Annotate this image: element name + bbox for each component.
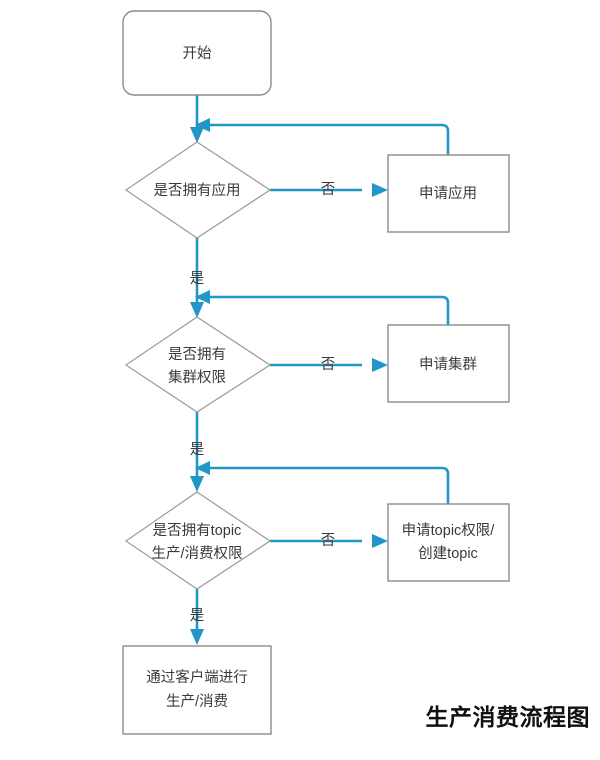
edge-label-yes-app: 是 (190, 271, 205, 287)
node-end-label-line1: 通过客户端进行 (146, 669, 248, 686)
edge-action-cluster-feedback-arrowhead (195, 290, 210, 304)
edge-action-app-feedback (204, 123, 450, 155)
node-start[interactable] (122, 10, 272, 96)
edge-start-to-decision-app-arrowhead (190, 127, 204, 143)
node-decision-cluster-label-line1: 是否拥有 (168, 346, 226, 363)
node-action-app[interactable] (387, 154, 510, 233)
node-decision-app-label: 是否拥有应用 (154, 181, 241, 199)
node-action-app-label: 申请应用 (419, 184, 477, 202)
node-action-cluster[interactable] (387, 324, 510, 403)
edge-label-no-cluster: 否 (321, 357, 336, 373)
edge-label-no-topic: 否 (321, 533, 336, 549)
edge-action-topic-feedback-arrowhead (195, 461, 210, 475)
node-action-topic[interactable] (387, 503, 510, 582)
edge-decision-topic-yes-arrowhead (190, 629, 204, 645)
edge-label-yes-topic: 是 (190, 608, 205, 624)
node-action-cluster-label: 申请集群 (419, 356, 477, 373)
node-decision-cluster[interactable] (124, 316, 272, 413)
node-action-topic-label-line2: 创建topic (418, 545, 478, 562)
diagram-title: 生产消费流程图 (425, 704, 590, 730)
node-decision-topic[interactable] (124, 491, 272, 590)
node-decision-topic-label-line1: 是否拥有topic (153, 522, 242, 539)
node-action-topic-label-line1: 申请topic权限/ (402, 522, 496, 539)
node-end[interactable] (122, 645, 272, 735)
edge-action-topic-feedback (204, 466, 450, 504)
edge-decision-app-no-arrowhead (372, 183, 388, 197)
node-decision-app[interactable] (124, 141, 272, 239)
edge-decision-topic-no-arrowhead (372, 534, 388, 548)
edge-action-cluster-feedback (204, 295, 450, 325)
node-decision-cluster-label-line2: 集群权限 (168, 369, 226, 386)
node-end-label-line2: 生产/消费 (166, 693, 228, 710)
node-start-label: 开始 (183, 45, 212, 62)
edge-decision-app-yes-arrowhead (190, 302, 204, 318)
edge-action-app-feedback-arrowhead (195, 118, 210, 132)
edge-label-no-app: 否 (321, 182, 336, 198)
edge-decision-cluster-yes-arrowhead (190, 476, 204, 492)
edge-label-yes-cluster: 是 (190, 442, 205, 458)
edge-decision-cluster-no-arrowhead (372, 358, 388, 372)
node-decision-topic-label-line2: 生产/消费权限 (151, 545, 242, 562)
